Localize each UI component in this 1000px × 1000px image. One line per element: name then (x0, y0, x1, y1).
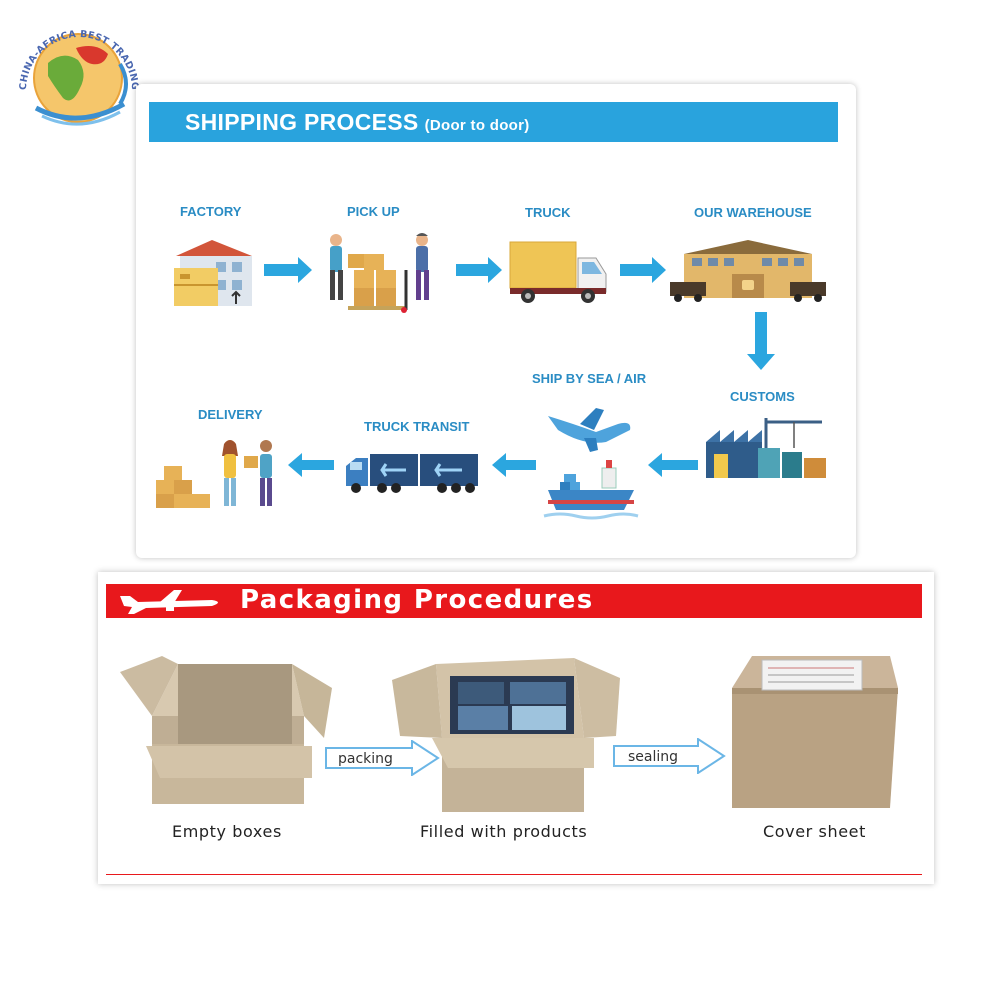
customs-port-icon (706, 418, 826, 478)
shipping-title-text: SHIPPING PROCESS (185, 109, 419, 135)
step-label-factory: FACTORY (180, 204, 242, 219)
arrow-ship-transit (492, 453, 536, 477)
airplane-icon (120, 590, 218, 614)
arrow-warehouse-customs (747, 312, 775, 370)
shipping-subtitle: (Door to door) (424, 117, 530, 134)
empty-box-icon (120, 656, 332, 804)
arrow-truck-warehouse (620, 257, 666, 283)
packaging-banner: Packaging Procedures (106, 584, 922, 618)
step-label-delivery: DELIVERY (198, 407, 263, 422)
arrow-pickup-truck (456, 257, 502, 283)
filled-box-icon (392, 658, 620, 812)
ship-plane-icon (543, 408, 639, 520)
sealed-box-icon (732, 656, 898, 808)
step-label-ship: SHIP BY SEA / AIR (532, 371, 647, 386)
step-label-truck: TRUCK (525, 205, 571, 220)
caption-filled-products: Filled with products (420, 822, 588, 841)
sealing-arrow-icon (613, 738, 726, 774)
step-label-truck-transit: TRUCK TRANSIT (364, 419, 470, 434)
truck-icon (509, 241, 607, 303)
arrow-factory-pickup (264, 257, 312, 283)
shipping-process-card: SHIPPING PROCESS (Door to door) FACTORY P… (136, 84, 856, 558)
step-label-pickup: PICK UP (347, 204, 400, 219)
brand-logo: CHINA-AFRICA BEST TRADING PLATFORM (3, 0, 148, 138)
packaging-title: Packaging Procedures (240, 585, 594, 615)
shipping-title: SHIPPING PROCESS (Door to door) (185, 109, 530, 136)
caption-empty-boxes: Empty boxes (172, 822, 282, 841)
arrow-customs-ship (648, 453, 698, 477)
warehouse-icon (670, 240, 826, 302)
step-label-customs: CUSTOMS (730, 389, 795, 404)
sealing-arrow-label: sealing (628, 749, 679, 765)
arrow-transit-delivery (288, 453, 334, 477)
packing-arrow-label: packing (338, 751, 393, 767)
factory-icon (174, 240, 252, 306)
step-label-warehouse: OUR WAREHOUSE (694, 205, 812, 220)
caption-cover-sheet: Cover sheet (763, 822, 866, 841)
bottom-divider (106, 874, 922, 875)
pickup-workers-icon (330, 233, 429, 313)
packing-arrow-icon (325, 740, 440, 776)
flow-arrows (264, 257, 775, 477)
packaging-procedures-card: Packaging Procedures packing (98, 572, 934, 884)
shipping-banner: SHIPPING PROCESS (Door to door) (149, 102, 838, 142)
globe-africa-china-icon: CHINA-AFRICA BEST TRADING PLATFORM (3, 0, 140, 126)
truck-transit-icon (346, 454, 478, 493)
delivery-people-icon (156, 440, 272, 508)
